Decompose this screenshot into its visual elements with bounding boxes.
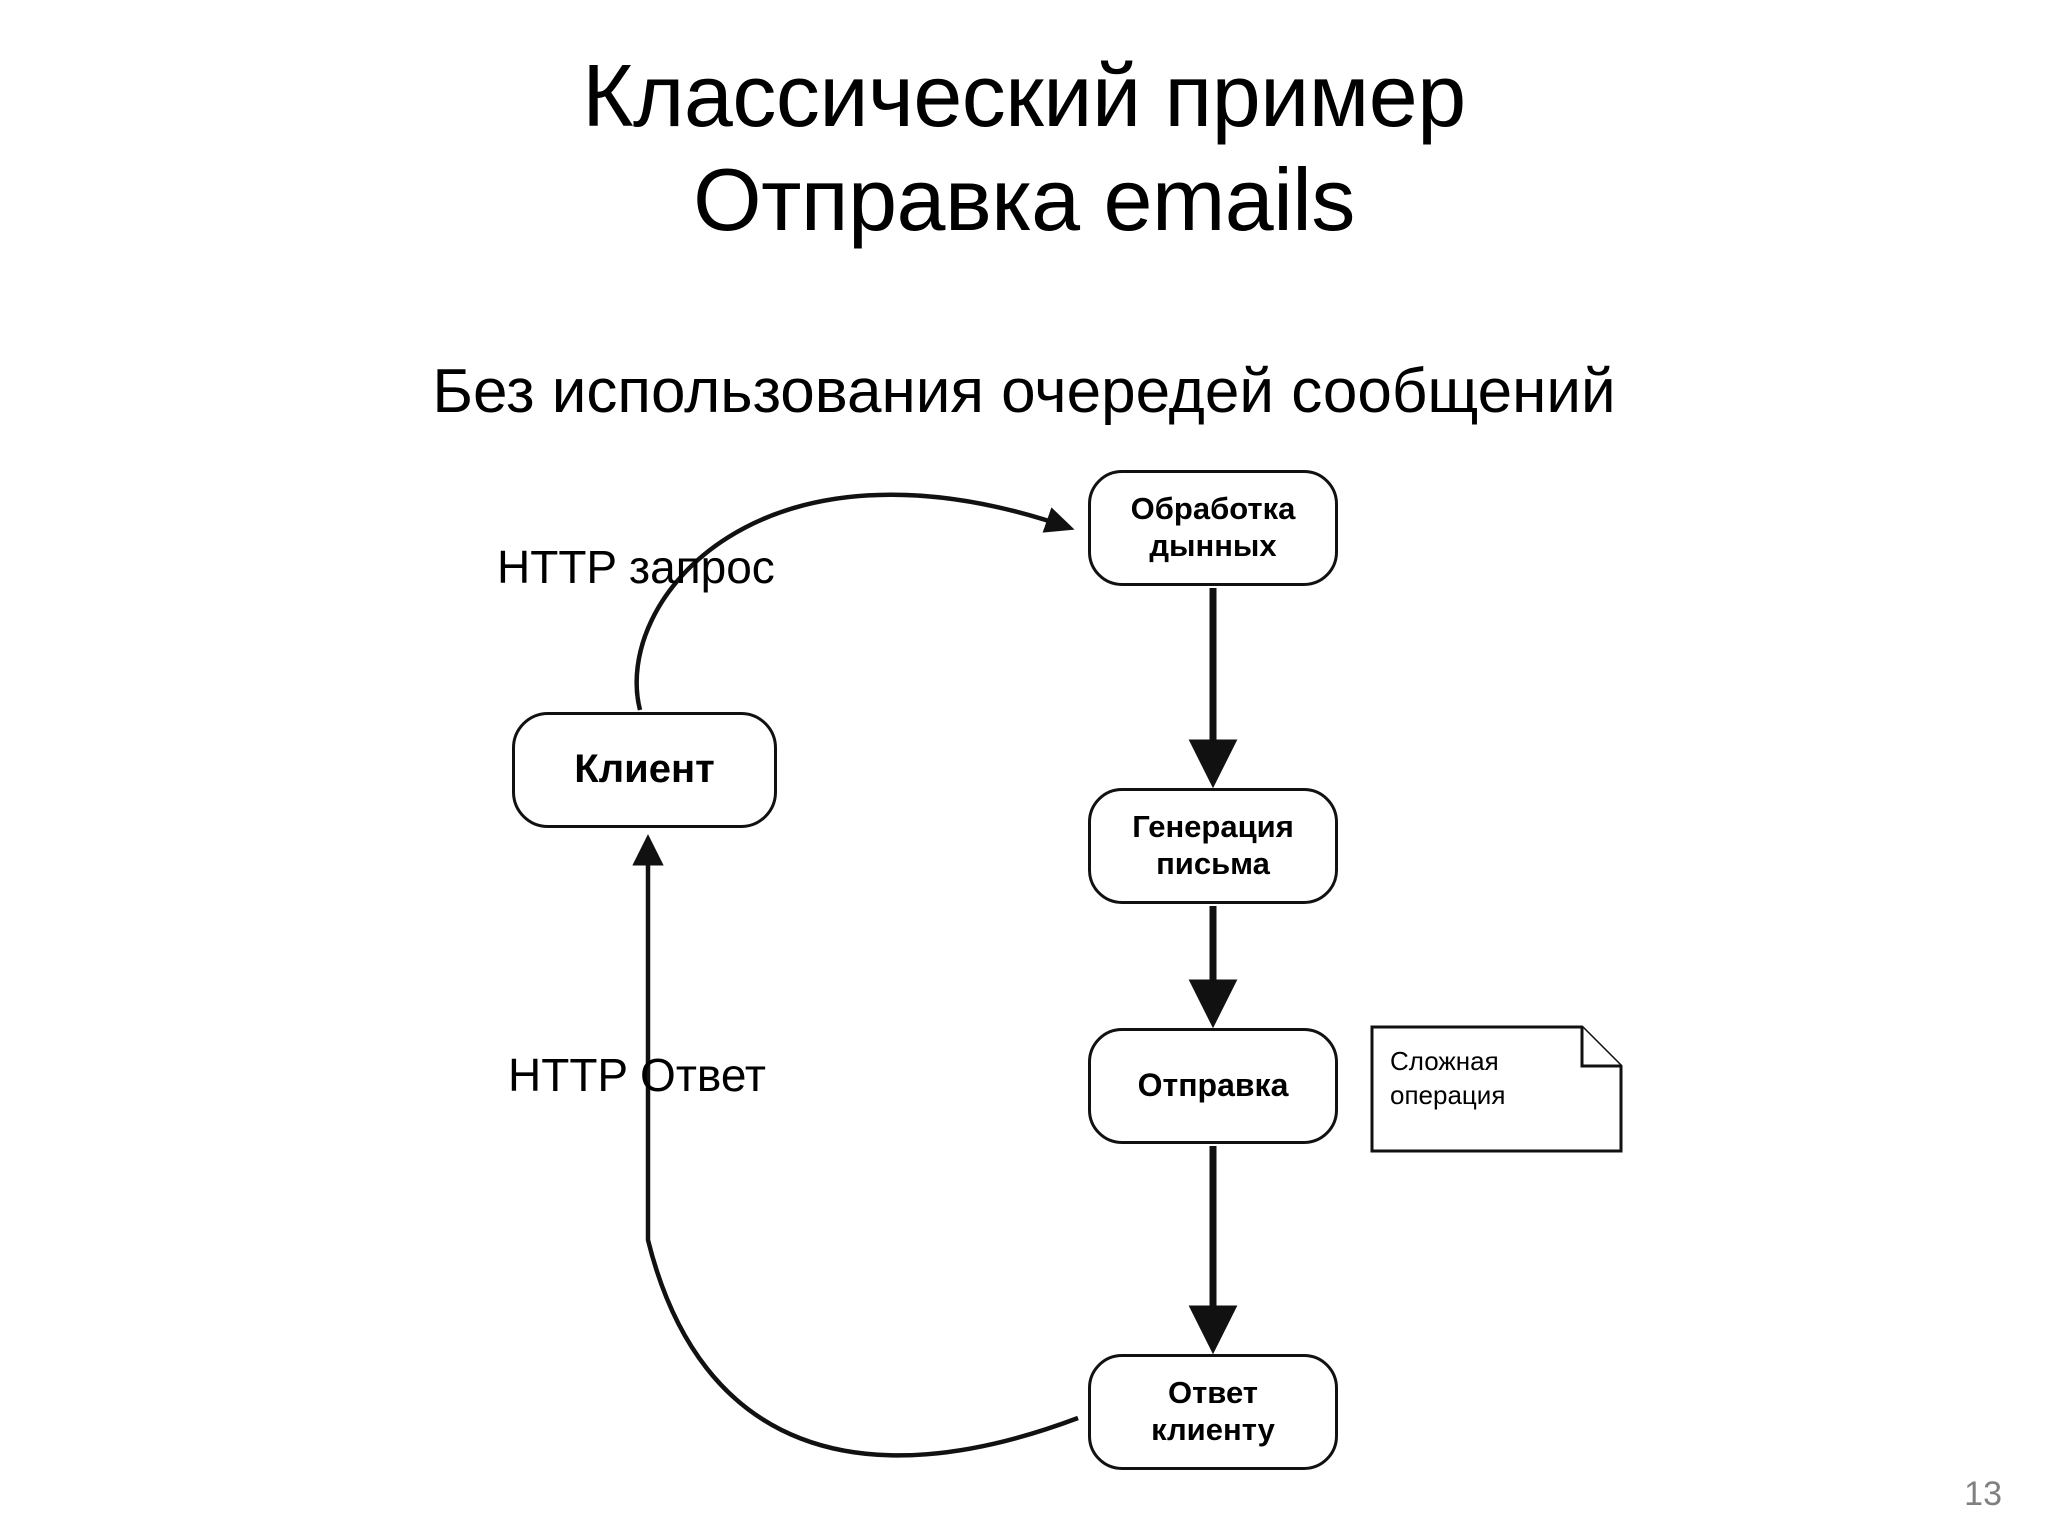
edge-label-http-response: HTTP Ответ	[508, 1049, 766, 1101]
node-otvet-label: Ответ клиенту	[1151, 1375, 1275, 1447]
node-generacia-pisma[interactable]: Генерация письма	[1088, 788, 1338, 904]
note-slozhnaya-label: Сложная операция	[1390, 1046, 1506, 1110]
page-number: 13	[1964, 1475, 2002, 1513]
node-otpravka[interactable]: Отправка	[1088, 1028, 1338, 1144]
diagram-connectors	[632, 492, 1238, 1458]
slide-title-line-1: Классический пример	[582, 46, 1466, 145]
node-klient[interactable]: Клиент	[512, 712, 777, 828]
flowchart-diagram: Обработка дынных Генерация письма Отправ…	[0, 440, 2048, 1536]
edge-otvet-to-klient	[632, 834, 1079, 1458]
edge-klient-to-obrabotka	[634, 492, 1075, 711]
slide-title-line-2: Отправка emails	[693, 150, 1355, 249]
note-shape-icon	[1370, 1025, 1623, 1153]
note-slozhnaya-operaciya[interactable]: Сложная операция	[1370, 1025, 1623, 1153]
edge-label-http-request: HTTP запрос	[497, 541, 775, 593]
title-block: Классический пример Отправка emails	[0, 44, 2048, 252]
node-obrabotka-label: Обработка дынных	[1130, 491, 1296, 563]
node-obrabotka-dannyh[interactable]: Обработка дынных	[1088, 470, 1338, 586]
node-otvet-klientu[interactable]: Ответ клиенту	[1088, 1354, 1338, 1470]
node-generacia-label: Генерация письма	[1132, 809, 1294, 881]
node-klient-label: Клиент	[574, 747, 715, 792]
slide-subtitle: Без использования очередей сообщений	[432, 357, 1616, 426]
node-otpravka-label: Отправка	[1137, 1067, 1289, 1104]
